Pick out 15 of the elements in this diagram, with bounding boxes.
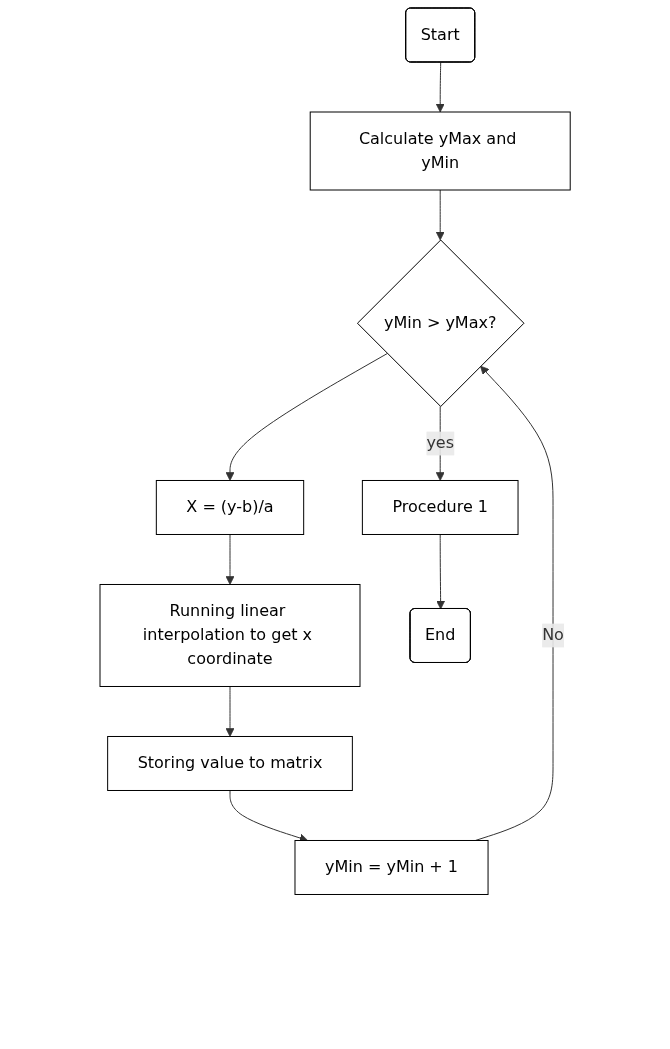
node-box: X = (y-b)/a (155, 480, 305, 535)
node-diamond: yMin > yMax? (356, 239, 525, 407)
node-box: Running linear interpolation to get x coordinate (99, 584, 361, 687)
arrow (435, 189, 445, 241)
arrow (225, 353, 388, 481)
node-box: Procedure 1 (361, 480, 519, 535)
edge-label: yes (426, 433, 454, 453)
arrow (436, 534, 445, 610)
arrow (225, 686, 235, 737)
arrow (435, 62, 445, 113)
arrow (225, 534, 235, 585)
node-box: yMin = yMin + 1 (294, 840, 489, 895)
node-box: Storing value to matrix (107, 736, 353, 791)
edge-label: No (542, 625, 564, 645)
node-box: Calculate yMax and yMin (309, 111, 571, 191)
